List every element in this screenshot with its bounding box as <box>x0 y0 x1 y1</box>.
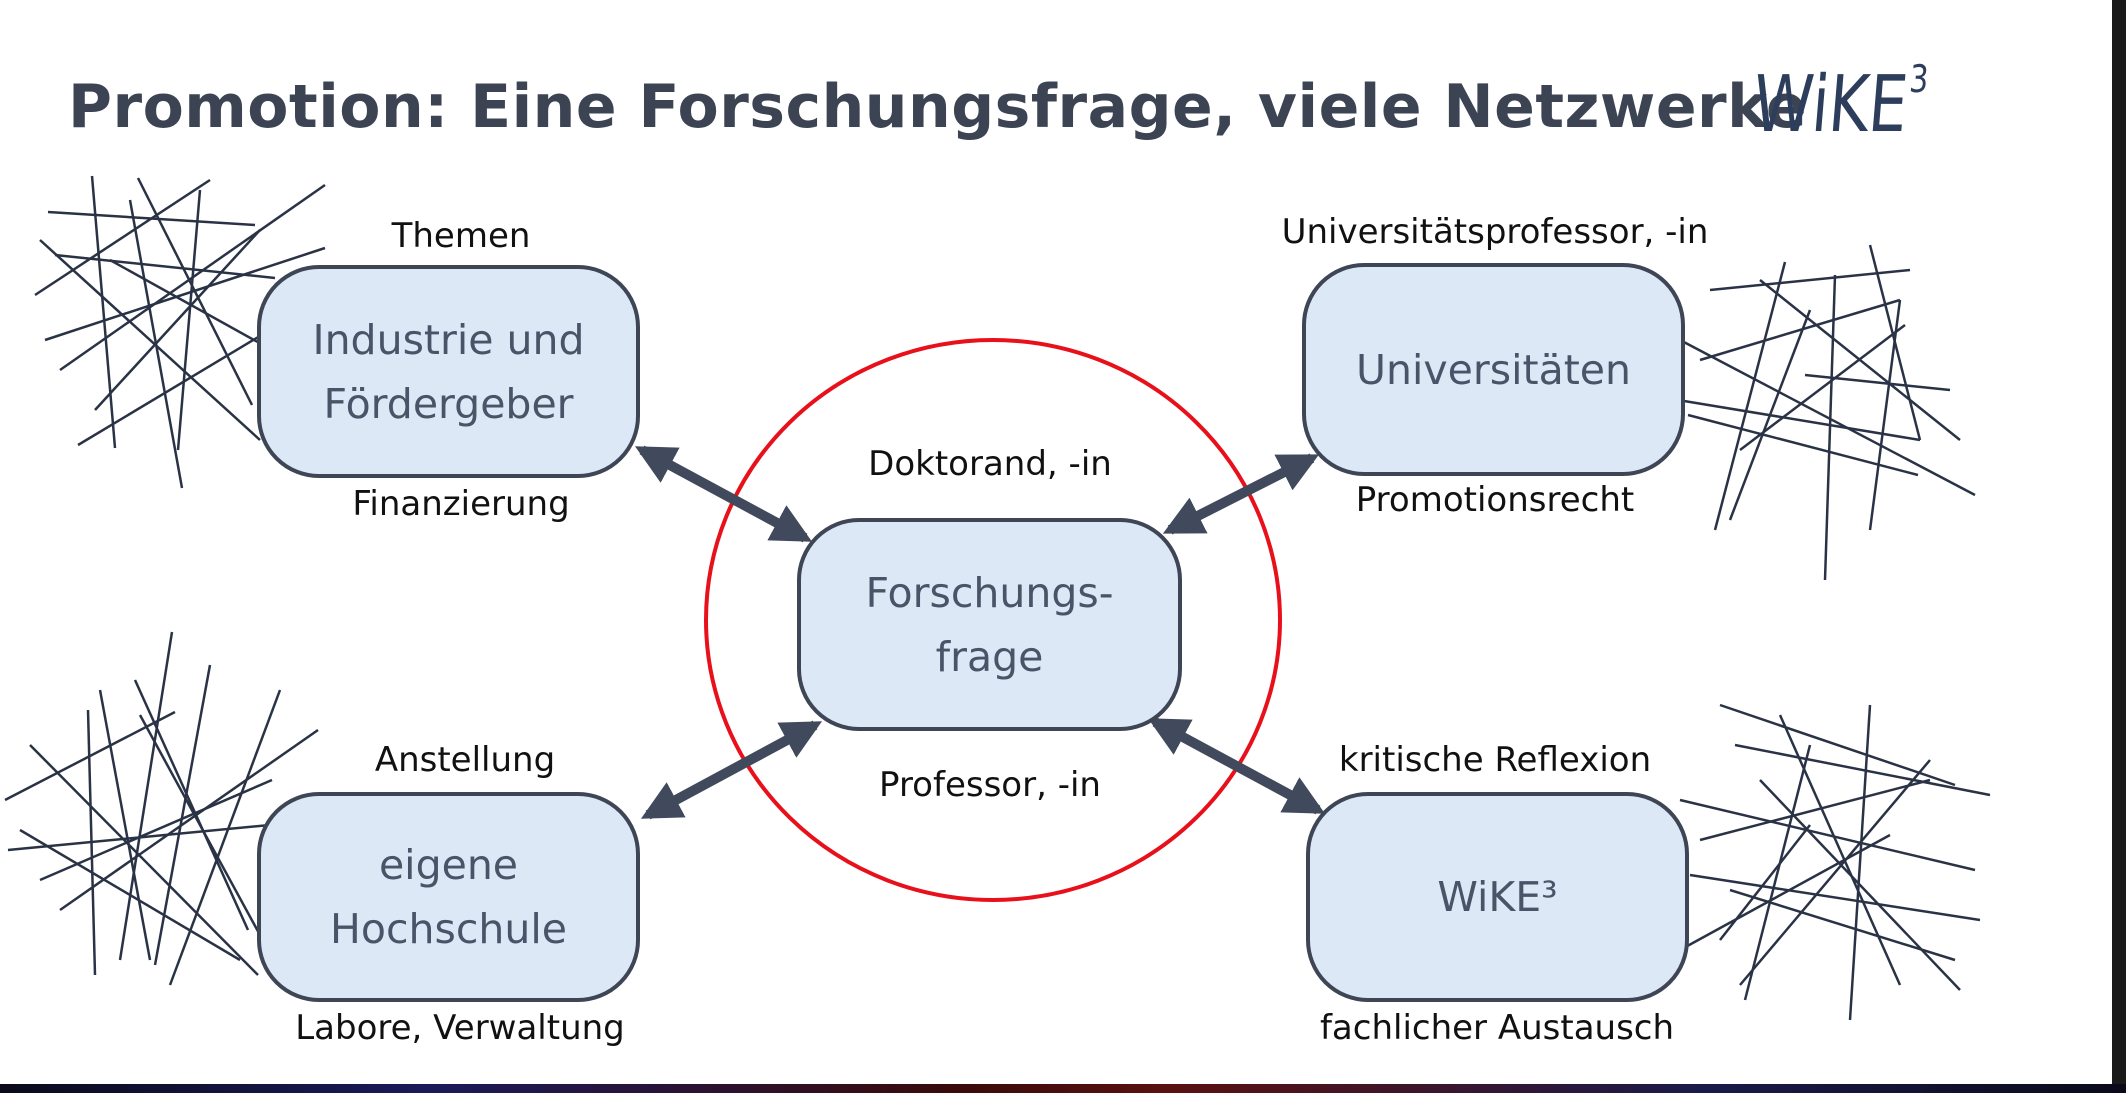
arrow-industry-center <box>634 445 813 543</box>
label-finanzierung: Finanzierung <box>352 484 570 524</box>
label-professor: Professor, -in <box>879 765 1101 805</box>
network-lines-bottom-left <box>4 631 319 986</box>
label-univ-prof: Universitätsprofessor, -in <box>1281 212 1709 252</box>
highlight-circle <box>704 338 1282 902</box>
connection-arrows <box>634 445 1326 820</box>
node-wike-line1: WiKE³ <box>1437 873 1558 921</box>
node-own-university-line2: Hochschule <box>330 905 567 953</box>
node-center: Forschungs-frage <box>797 518 1182 731</box>
node-universities-line1: Universitäten <box>1356 345 1631 394</box>
node-universities: Universitäten <box>1302 263 1685 476</box>
label-fachlicher: fachlicher Austausch <box>1319 1008 1675 1048</box>
label-labore: Labore, Verwaltung <box>295 1008 625 1048</box>
node-wike: WiKE³ <box>1306 792 1689 1002</box>
network-lines-bottom-right <box>1679 703 1991 1021</box>
arrow-wike-center <box>1147 717 1326 815</box>
network-lines-top-left <box>34 175 326 489</box>
label-promotionsrecht: Promotionsrecht <box>1355 480 1635 520</box>
label-anstellung: Anstellung <box>374 740 556 780</box>
arrow-own-university-center <box>640 720 823 820</box>
node-center-line2: frage <box>935 632 1044 681</box>
arrow-universities-center <box>1162 453 1320 535</box>
network-lines-top-right <box>1677 244 1976 581</box>
label-doktorand: Doktorand, -in <box>868 444 1112 484</box>
node-industry-line2: Fördergeber <box>323 379 574 428</box>
slide-title: Promotion: Eine Forschungsfrage, viele N… <box>68 72 1808 142</box>
label-themen: Themen <box>391 216 531 256</box>
node-center-line1: Forschungs- <box>865 568 1114 617</box>
node-own-university-line1: eigene <box>378 841 519 889</box>
node-industry-line1: Industrie und <box>312 315 585 364</box>
window-edge <box>2112 0 2126 1093</box>
bottom-edge-bar <box>0 1084 2126 1093</box>
label-kritische: kritische Reflexion <box>1338 740 1652 780</box>
